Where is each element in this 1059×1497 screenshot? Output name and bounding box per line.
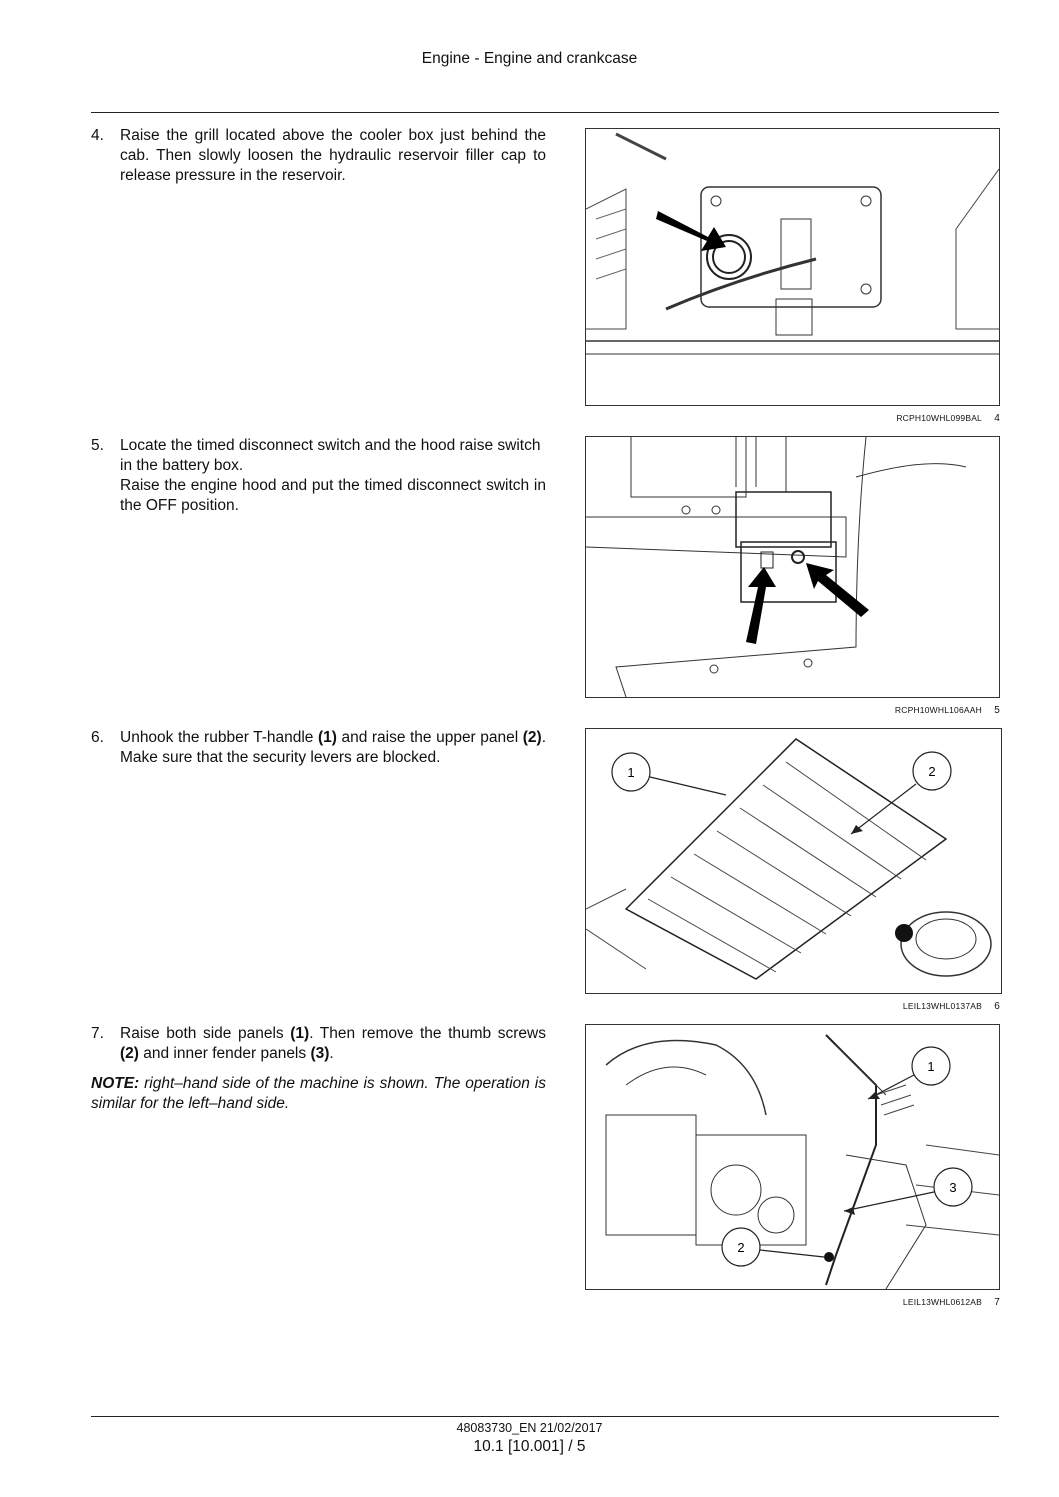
figure-number: 6 (994, 1001, 1000, 1012)
step-4: 4. Raise the grill located above the coo… (91, 126, 546, 186)
figure-7-side-panels: 1 3 2 (585, 1024, 1000, 1290)
figure-5-caption: RCPH10WHL106AAH 5 (585, 705, 1000, 716)
step-6: 6. Unhook the rubber T-handle (1) and ra… (91, 728, 546, 768)
step-number: 6. (91, 729, 104, 746)
footer-rule (91, 1416, 999, 1417)
header-rule (91, 112, 999, 113)
page-header-title: Engine - Engine and crankcase (421, 50, 638, 67)
step-text: Raise the grill located above the cooler… (120, 127, 546, 184)
figure-code: LEIL13WHL0137AB (902, 1001, 982, 1011)
step-number: 7. (91, 1025, 104, 1042)
callout-2: 2 (737, 1240, 744, 1255)
step-text: Locate the timed disconnect switch and t… (120, 437, 541, 474)
figure-code: RCPH10WHL106AAH (894, 705, 982, 715)
step-number: 5. (91, 437, 104, 454)
note: NOTE: right–hand side of the machine is … (91, 1075, 546, 1112)
figure-6-upper-panel: 1 2 (585, 728, 1002, 994)
figure-4-caption: RCPH10WHL099BAL 4 (585, 413, 1000, 424)
callout-1: 1 (627, 765, 634, 780)
footer-document-id: 48083730_EN 21/02/2017 (456, 1421, 603, 1435)
figure-code: RCPH10WHL099BAL (896, 413, 982, 423)
figure-number: 4 (994, 413, 1000, 424)
figure-6-caption: LEIL13WHL0137AB 6 (585, 1001, 1000, 1012)
figure-4-hydraulic-filler-cap (585, 128, 1000, 406)
footer-page-number: 10.1 [10.001] / 5 (473, 1438, 586, 1455)
figure-number: 5 (994, 705, 1000, 716)
step-text: Unhook the rubber T-handle (1) and raise… (120, 729, 546, 766)
step-7: 7. Raise both side panels (1). Then remo… (91, 1024, 546, 1114)
figure-number: 7 (994, 1297, 1000, 1308)
figure-code: LEIL13WHL0612AB (902, 1297, 982, 1307)
figure-7-caption: LEIL13WHL0612AB 7 (585, 1297, 1000, 1308)
step-number: 4. (91, 127, 104, 144)
callout-2: 2 (928, 764, 935, 779)
step-5: 5. Locate the timed disconnect switch an… (91, 436, 546, 516)
callout-3: 3 (949, 1180, 956, 1195)
figure-5-battery-box-switches (585, 436, 1000, 698)
step-text: Raise both side panels (1). Then remove … (120, 1025, 546, 1062)
step-text: Raise the engine hood and put the timed … (120, 477, 546, 514)
callout-1: 1 (927, 1059, 934, 1074)
